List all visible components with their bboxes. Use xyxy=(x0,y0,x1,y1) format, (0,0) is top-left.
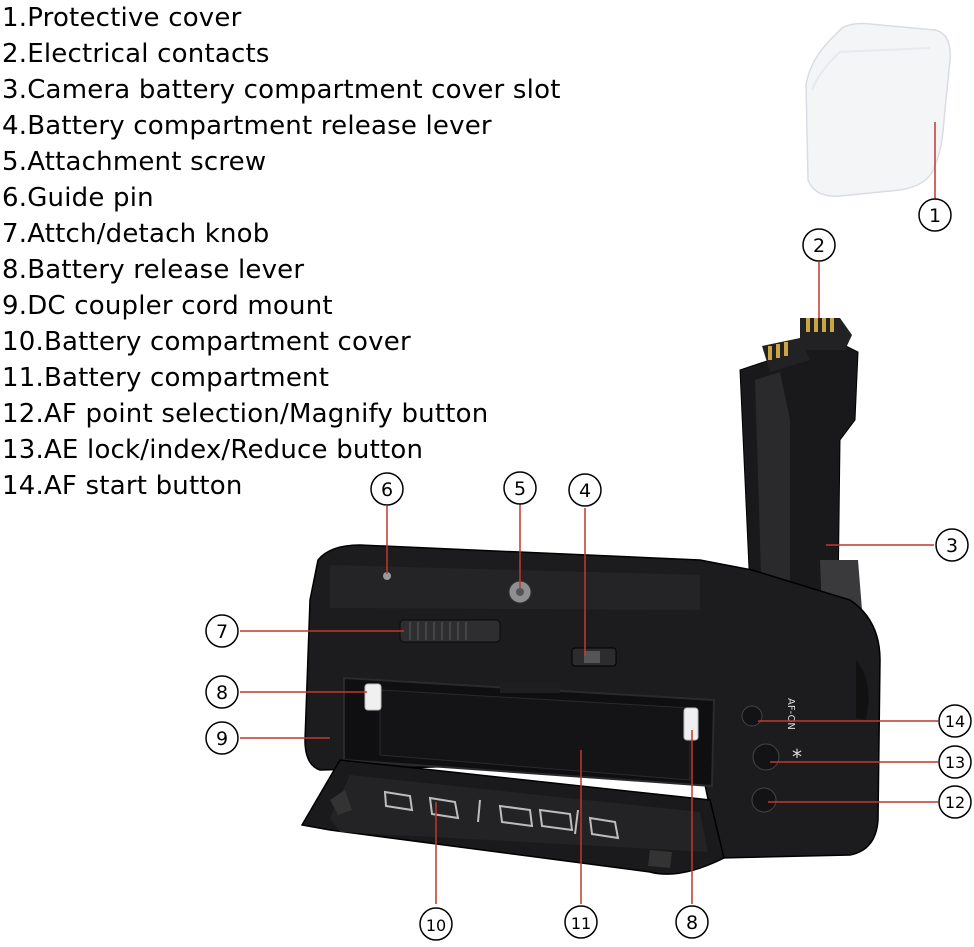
grip-body-illustration: AF-ON * xyxy=(304,544,881,859)
svg-text:9: 9 xyxy=(216,728,228,750)
af-on-label: AF-ON xyxy=(785,698,796,730)
legend-item-5: 5.Attachment screw xyxy=(2,147,267,177)
legend-item-2: 2.Electrical contacts xyxy=(2,39,270,69)
callout-8-left: 8 xyxy=(205,675,239,709)
svg-text:10: 10 xyxy=(426,916,446,935)
legend-item-4: 4.Battery compartment release lever xyxy=(2,111,492,141)
callout-13: 13 xyxy=(938,745,972,779)
callout-markers: 1 2 3 4 5 6 7 8 xyxy=(205,198,972,941)
svg-text:12: 12 xyxy=(945,793,965,812)
legend-item-3: 3.Camera battery compartment cover slot xyxy=(2,75,561,105)
mount-column-illustration xyxy=(739,318,862,612)
callout-10: 10 xyxy=(419,907,453,941)
legend-item-9: 9.DC coupler cord mount xyxy=(2,291,333,321)
svg-text:2: 2 xyxy=(813,235,825,257)
svg-text:4: 4 xyxy=(579,480,591,502)
callout-4: 4 xyxy=(568,473,602,507)
battery-cover-illustration xyxy=(300,759,725,875)
svg-text:5: 5 xyxy=(514,478,526,500)
legend-item-1: 1.Protective cover xyxy=(2,3,242,33)
legend-item-8: 8.Battery release lever xyxy=(2,255,305,285)
legend-item-6: 6.Guide pin xyxy=(2,183,154,213)
callout-11: 11 xyxy=(564,905,598,939)
legend-item-10: 10.Battery compartment cover xyxy=(2,327,411,357)
svg-text:13: 13 xyxy=(945,753,965,772)
callout-3: 3 xyxy=(935,528,969,562)
callout-7: 7 xyxy=(205,614,239,648)
svg-text:7: 7 xyxy=(216,621,228,643)
callout-1: 1 xyxy=(918,198,952,232)
svg-text:8: 8 xyxy=(216,682,228,704)
protective-cover-illustration xyxy=(805,22,951,197)
legend-item-12: 12.AF point selection/Magnify button xyxy=(2,399,489,429)
svg-text:14: 14 xyxy=(945,712,965,731)
svg-text:11: 11 xyxy=(571,914,591,933)
legend-item-14: 14.AF start button xyxy=(2,471,243,501)
leader-lines xyxy=(240,122,938,904)
legend-item-7: 7.Attch/detach knob xyxy=(2,219,270,249)
svg-text:3: 3 xyxy=(946,535,958,557)
callout-8-bottom: 8 xyxy=(675,905,709,939)
svg-text:6: 6 xyxy=(381,479,393,501)
callout-12: 12 xyxy=(938,785,972,819)
star-label: * xyxy=(792,745,802,769)
legend-item-13: 13.AE lock/index/Reduce button xyxy=(2,435,424,465)
callout-2: 2 xyxy=(802,228,836,262)
callout-9: 9 xyxy=(205,721,239,755)
callout-6: 6 xyxy=(370,472,404,506)
legend-item-11: 11.Battery compartment xyxy=(2,363,330,393)
callout-14: 14 xyxy=(938,704,972,738)
callout-5: 5 xyxy=(503,471,537,505)
svg-text:8: 8 xyxy=(686,912,698,934)
svg-text:1: 1 xyxy=(929,205,941,227)
legend-list: 1.Protective cover 2.Electrical contacts… xyxy=(2,0,622,504)
